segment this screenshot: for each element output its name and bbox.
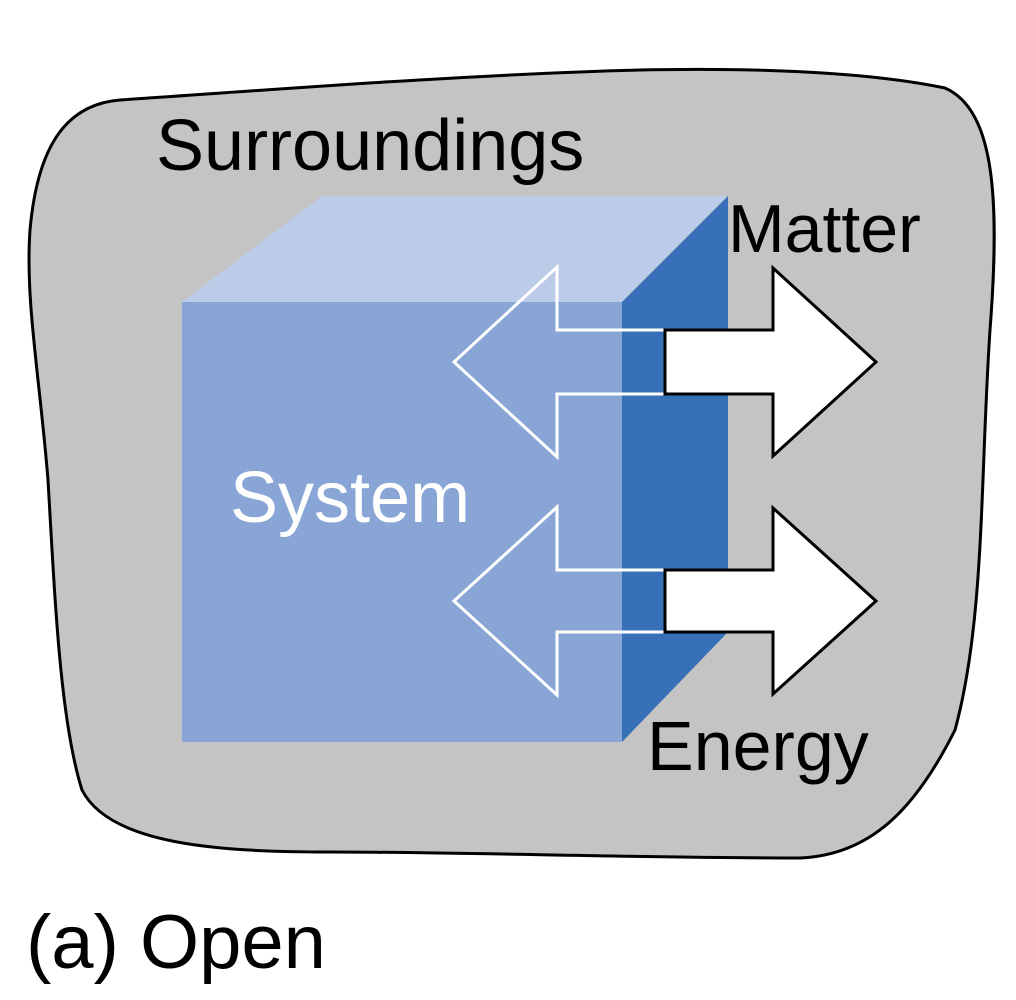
matter-label: Matter — [728, 191, 921, 267]
system-cube-front — [182, 302, 622, 742]
system-label: System — [230, 458, 470, 538]
energy-arrow — [451, 503, 879, 699]
matter-arrow — [451, 263, 879, 461]
surroundings-label: Surroundings — [156, 106, 584, 186]
matter-arrow-left-head — [451, 263, 667, 461]
matter-arrow-right-head — [663, 264, 879, 460]
diagram-caption: (a) Open — [26, 900, 326, 985]
system-cube-top — [182, 196, 728, 302]
energy-arrow-right-head — [663, 504, 879, 698]
energy-label: Energy — [647, 707, 869, 785]
energy-arrow-left-head — [451, 503, 667, 699]
